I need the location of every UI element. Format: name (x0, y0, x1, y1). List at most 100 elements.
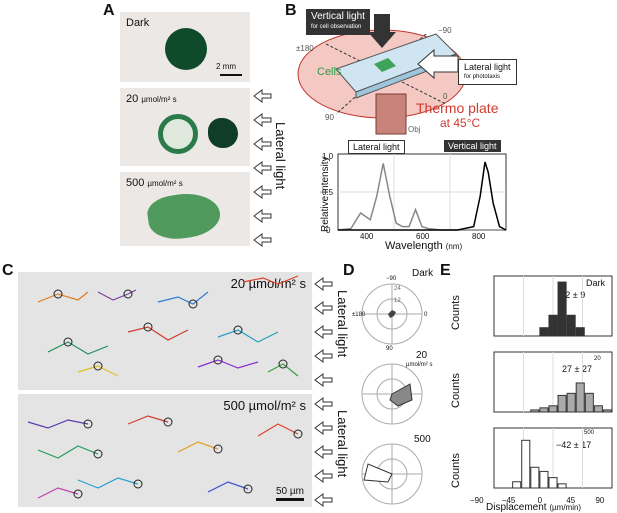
polar-angle-180: ±180 (352, 312, 366, 318)
angle-90: 90 (325, 113, 334, 122)
hist-dark-stat: −2 ± 9 (560, 290, 586, 300)
hist-bar-dark (539, 327, 549, 337)
panel-letter-c: C (2, 262, 14, 279)
hist-ylabel-2: Counts (450, 373, 462, 408)
hist-bar-20 (575, 382, 585, 413)
hist-bar-500 (512, 481, 522, 489)
lateral-arrows-c (314, 277, 333, 507)
polar-r24: 24 (394, 286, 401, 292)
hist-xtick-0: 0 (537, 496, 543, 505)
polar-angle-0: 0 (424, 312, 428, 318)
vertical-light-sub: for cell observation (311, 24, 362, 30)
unit-20: µmol/m² s (141, 95, 177, 104)
hist-bar-dark (548, 314, 558, 337)
hist-20-stat: 27 ± 27 (562, 364, 592, 374)
ytick-05: 0.5 (322, 188, 334, 197)
thermo-temp-label: at 45°C (440, 116, 481, 130)
hist-xtick-m45: −45 (501, 496, 516, 505)
spectrum-vertical-tag: Vertical light (444, 140, 501, 152)
intensity-500: 500 (126, 177, 145, 189)
cells-label: Cells (317, 66, 342, 78)
hist-bar-500 (548, 477, 558, 489)
setup-diagram (297, 14, 467, 135)
lateral-light-box: Lateral light for phototaxis (458, 59, 517, 85)
lateral-label-c2: Lateral light (335, 410, 350, 478)
hist-20-label: 20 (594, 356, 601, 362)
spectrum-lateral-tag: Lateral light (348, 140, 405, 154)
hist-bar-20 (557, 394, 567, 413)
polar-unit: µmol/m² s (406, 362, 433, 368)
vertical-light-label: Vertical light (311, 11, 365, 22)
panel-letter-e: E (440, 262, 451, 279)
hist-xtick-m90: −90 (470, 496, 484, 505)
vertical-light-box: Vertical light for cell observation (306, 9, 370, 35)
trajectory-photo-20: 20 µmol/m² s (18, 272, 312, 390)
scale-label-c: 50 µm (276, 486, 304, 497)
polar-label-20: 20 (416, 350, 428, 361)
ytick-0: 0 (326, 226, 331, 235)
intensity-20: 20 (126, 93, 139, 105)
hist-xlabel: Displacement (486, 502, 547, 513)
hist-500-label: 500 (584, 430, 595, 436)
spectrum-xunit: (nm) (445, 242, 463, 251)
polar-r12: 12 (394, 298, 401, 304)
polar-label-dark: Dark (412, 268, 434, 279)
photo-20: 20 µmol/m² s (120, 88, 250, 166)
hist-bar-20 (539, 407, 549, 413)
polar-angle-m90: −90 (386, 276, 397, 282)
hist-bar-20 (602, 409, 613, 413)
hist-bar-20 (584, 392, 594, 413)
hist-bar-dark (557, 281, 567, 337)
trajectory-label-500: 500 µmol/m² s (223, 398, 306, 413)
angle-minus90: −90 (438, 26, 452, 35)
polar-angle-90: 90 (386, 346, 393, 352)
hist-xtick-90: 90 (595, 496, 605, 505)
lateral-label-a: Lateral light (273, 122, 288, 190)
hist-bar-500 (539, 470, 549, 489)
histograms (493, 275, 613, 489)
hist-500-stat: −42 ± 17 (556, 440, 592, 450)
hist-dark-label: Dark (586, 278, 606, 288)
spectrum-chart (337, 153, 507, 231)
hist-bar-dark (566, 314, 576, 337)
unit-500: µmol/m² s (147, 179, 183, 188)
hist-ylabel-1: Counts (450, 295, 462, 330)
hist-bar-20 (530, 409, 540, 413)
polar-label-500: 500 (414, 434, 431, 445)
colony-spread (145, 189, 223, 243)
scale-label-a: 2 mm (216, 62, 236, 71)
lateral-light-label: Lateral light (464, 62, 511, 72)
photo-500: 500 µmol/m² s (120, 172, 250, 246)
xtick-400: 400 (360, 232, 374, 241)
scale-bar-c (276, 498, 304, 501)
hist-xticks: −90 −45 0 45 90 (470, 496, 604, 505)
hist-bar-500 (530, 466, 540, 489)
dark-label: Dark (126, 17, 150, 29)
trajectory-photo-500: 500 µmol/m² s 50 µm (18, 394, 312, 507)
panel-letter-a: A (103, 2, 115, 19)
trajectories-20 (37, 275, 299, 377)
spectrum-lateral-series (337, 163, 506, 231)
lateral-label-c1: Lateral light (335, 290, 350, 358)
hist-bar-dark (575, 327, 585, 337)
ytick-1: 1.0 (322, 152, 334, 161)
obj-label: Obj (408, 125, 421, 134)
spectrum-xlabel: Wavelength (385, 240, 443, 252)
lateral-arrows-a (253, 89, 272, 247)
scale-bar-a (220, 74, 242, 76)
spectrum-vertical-series (338, 161, 507, 231)
hist-bar-20 (593, 405, 603, 413)
angle-180: ±180 (296, 44, 314, 53)
hist-bar-500 (521, 439, 531, 489)
trajectories-500 (27, 415, 303, 499)
polar-plots (361, 283, 423, 505)
hist-bar-20 (566, 392, 576, 413)
dark-colony (165, 28, 207, 70)
thermo-plate-label: Thermo plate (416, 100, 499, 116)
panel-letter-d: D (343, 262, 355, 279)
xtick-800: 800 (472, 232, 486, 241)
hist-ylabel-3: Counts (450, 453, 462, 488)
xtick-600: 600 (416, 232, 430, 241)
hist-xtick-45: 45 (566, 496, 576, 505)
dark-photo: Dark 2 mm (120, 12, 250, 82)
